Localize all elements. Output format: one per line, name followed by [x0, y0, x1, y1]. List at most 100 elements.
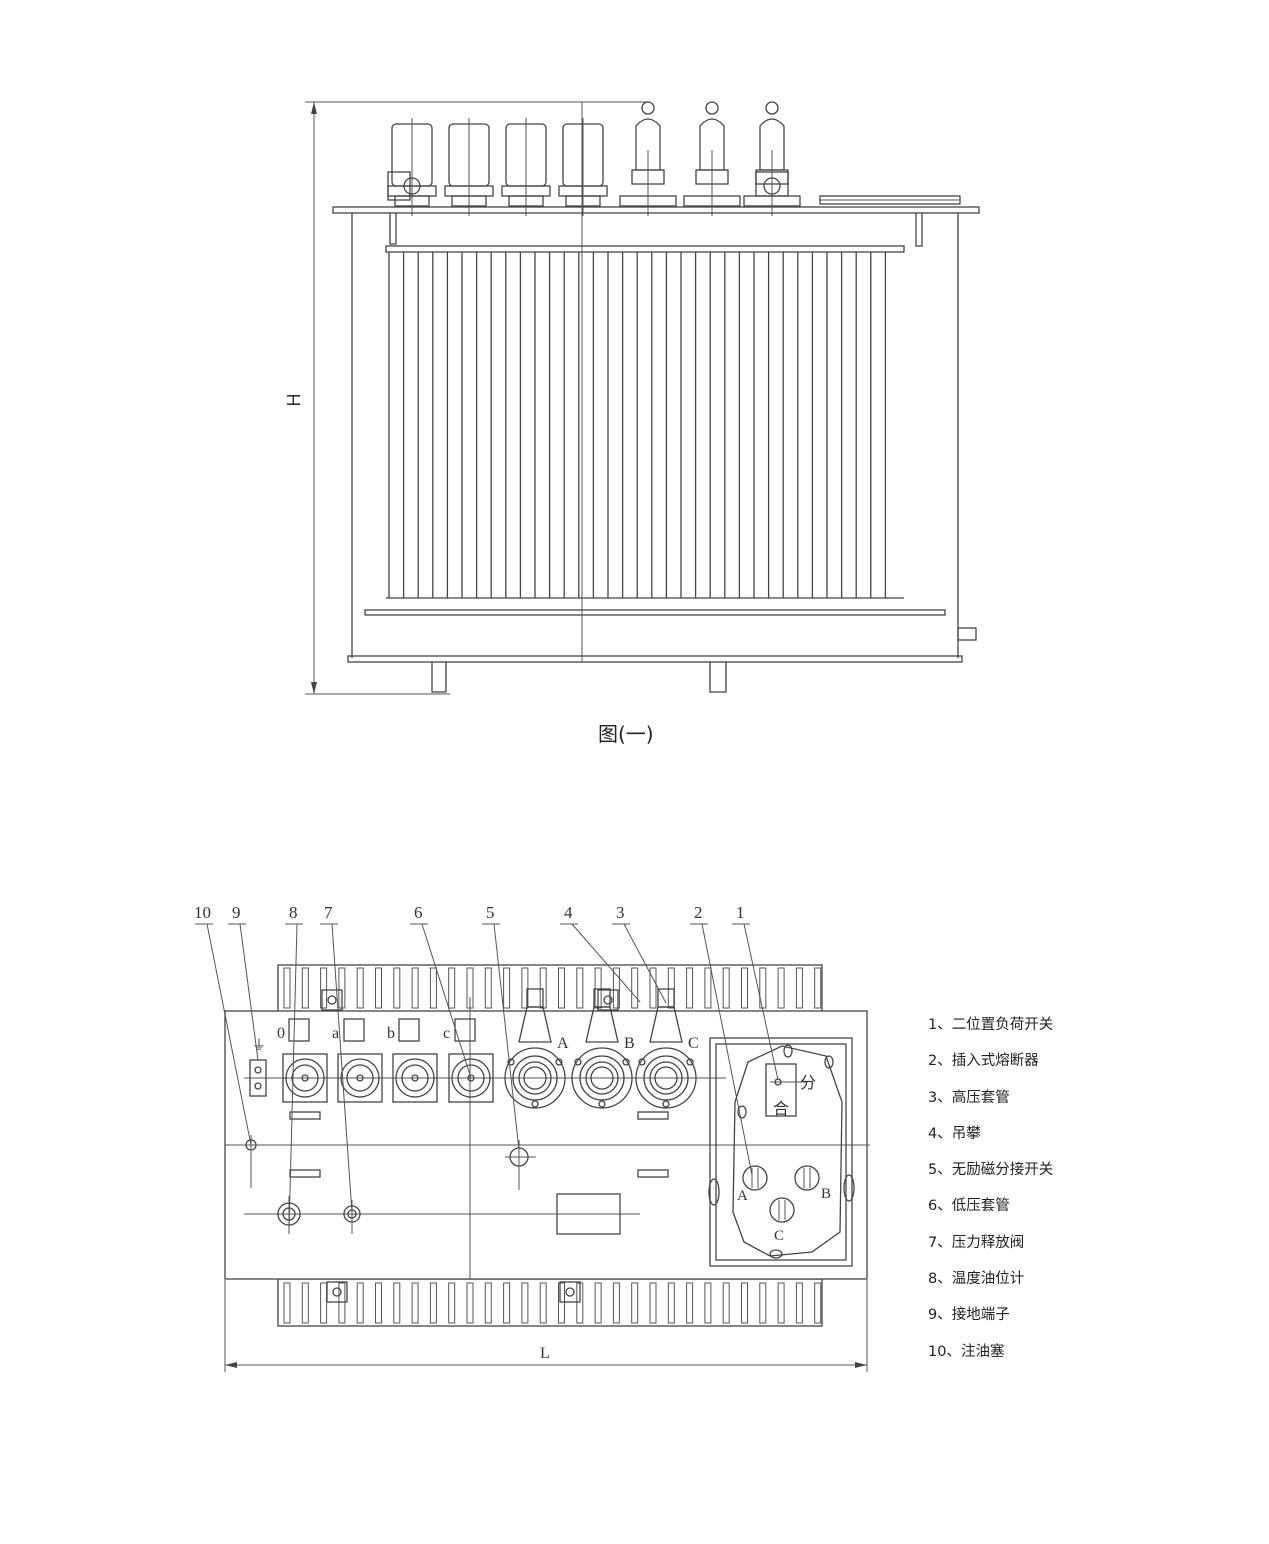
callout-number: 9 — [232, 903, 241, 922]
radiator-fin — [320, 1282, 328, 1324]
radiator-fin — [686, 967, 694, 1009]
length-dimension-label: L — [540, 1345, 550, 1362]
radiator-fin — [777, 1282, 785, 1324]
lv-bushing-plan: c — [443, 1018, 494, 1103]
lv-terminal-label: a — [332, 1025, 339, 1042]
legend-item: 8、温度油位计 — [928, 1271, 1025, 1288]
radiator-fin — [631, 967, 639, 1009]
radiator-fin — [448, 1282, 456, 1324]
radiator-fin — [686, 1282, 694, 1324]
radiator-fin — [741, 967, 748, 1009]
radiator-fin — [612, 1282, 620, 1324]
legend-item: 2、插入式熔断器 — [928, 1053, 1039, 1070]
callout-number: 2 — [694, 903, 703, 922]
radiator-fin — [704, 967, 712, 1009]
legend-item: 4、吊攀 — [928, 1125, 981, 1142]
callout: 8 — [285, 903, 303, 1231]
radiator-fin — [375, 967, 382, 1009]
radiator-fin — [667, 1282, 675, 1324]
lv-bushing — [387, 118, 437, 216]
ground-icon: ⏚ — [252, 1038, 266, 1054]
lv-bushing-plan: a — [332, 1018, 383, 1103]
radiator-fin — [320, 967, 328, 1009]
hv-bushing-plan: B — [571, 988, 635, 1109]
callout: 6 — [410, 903, 472, 1079]
fuse: B — [794, 1165, 831, 1202]
figure-1-caption: 图(一) — [598, 722, 654, 746]
lv-bushing — [501, 118, 551, 216]
low-voltage-bushings-front — [387, 118, 608, 216]
radiator-fins — [386, 252, 904, 599]
hv-bushing-plan: A — [504, 988, 569, 1109]
hv-bushing-plan: C — [635, 988, 699, 1109]
low-voltage-bushings-plan: 0 a b c — [277, 1018, 494, 1103]
hv-bushing — [743, 101, 801, 216]
switch-closed-label: 合 — [773, 1100, 789, 1118]
radiator-fin — [722, 1282, 730, 1324]
radiator-fin — [466, 1282, 474, 1324]
fuse: A — [737, 1165, 768, 1204]
callout-number: 4 — [564, 903, 573, 922]
legend-item: 10、注油塞 — [928, 1343, 1005, 1360]
callout-number: 3 — [616, 903, 625, 922]
callout: 7 — [320, 903, 353, 1214]
radiator-fin — [649, 967, 657, 1009]
radiator-fin — [375, 1282, 382, 1324]
legend-item: 5、无励磁分接开关 — [928, 1162, 1054, 1179]
radiator-fin — [594, 1282, 602, 1324]
legend-item: 1、二位置负荷开关 — [928, 1017, 1054, 1033]
radiator-fin — [612, 967, 620, 1009]
callout-number: 8 — [289, 903, 298, 922]
radiator-fin — [631, 1282, 639, 1324]
callout: 2 — [690, 903, 753, 1176]
hv-terminal-label: B — [624, 1035, 635, 1052]
radiator-fin — [759, 1282, 767, 1324]
legend-item: 7、压力释放阀 — [928, 1234, 1025, 1251]
radiator-fin — [301, 967, 309, 1009]
radiator-fin — [539, 1282, 547, 1324]
load-switch-compartment — [708, 1037, 855, 1267]
radiator-fin — [503, 967, 511, 1009]
callout-number: 10 — [194, 903, 211, 922]
callout: 5 — [482, 903, 520, 1151]
radiator-fin — [356, 967, 364, 1009]
callout-number: 7 — [324, 903, 333, 922]
legend-item: 3、高压套管 — [928, 1089, 1010, 1106]
radiator-fin — [484, 967, 492, 1009]
switch-open-label: 分 — [800, 1074, 816, 1092]
lv-terminal-label: 0 — [277, 1025, 285, 1042]
radiator-fins-bottom — [283, 1282, 822, 1324]
radiator-fin — [521, 1282, 529, 1324]
radiator-fin — [301, 1282, 309, 1324]
radiator-fin — [503, 1282, 511, 1324]
parts-legend: 1、二位置负荷开关 2、插入式熔断器 3、高压套管 4、吊攀 5、无励磁分接开关… — [928, 1013, 1228, 1376]
fuse: C — [769, 1197, 795, 1244]
radiator-fin — [356, 1282, 364, 1324]
radiator-fin — [558, 967, 565, 1009]
lv-bushing-plan: b — [387, 1018, 438, 1103]
lv-bushing-plan: 0 — [277, 1018, 328, 1103]
transformer-front-elevation: H — [284, 101, 980, 695]
plug-in-fuses: A BC — [737, 1165, 831, 1244]
lv-terminal-label: b — [387, 1025, 395, 1042]
lv-terminal-label: c — [443, 1025, 450, 1042]
fuse-label: A — [737, 1188, 748, 1204]
radiator-fin — [722, 967, 730, 1009]
radiator-fin — [448, 967, 456, 1009]
callout-number: 5 — [486, 903, 495, 922]
radiator-fin — [429, 967, 437, 1009]
callout-number: 6 — [414, 903, 423, 922]
radiator-fin — [704, 1282, 712, 1324]
radiator-fin — [558, 1282, 565, 1324]
callout: 3 — [612, 903, 667, 1004]
lv-bushing — [444, 118, 494, 216]
high-voltage-bushings-front — [619, 101, 801, 216]
radiator-fin — [795, 967, 803, 1009]
radiator-fin — [521, 967, 529, 1009]
lifting-lug — [321, 989, 619, 1303]
radiator-fin — [283, 1282, 291, 1324]
radiator-fin — [814, 1282, 822, 1324]
